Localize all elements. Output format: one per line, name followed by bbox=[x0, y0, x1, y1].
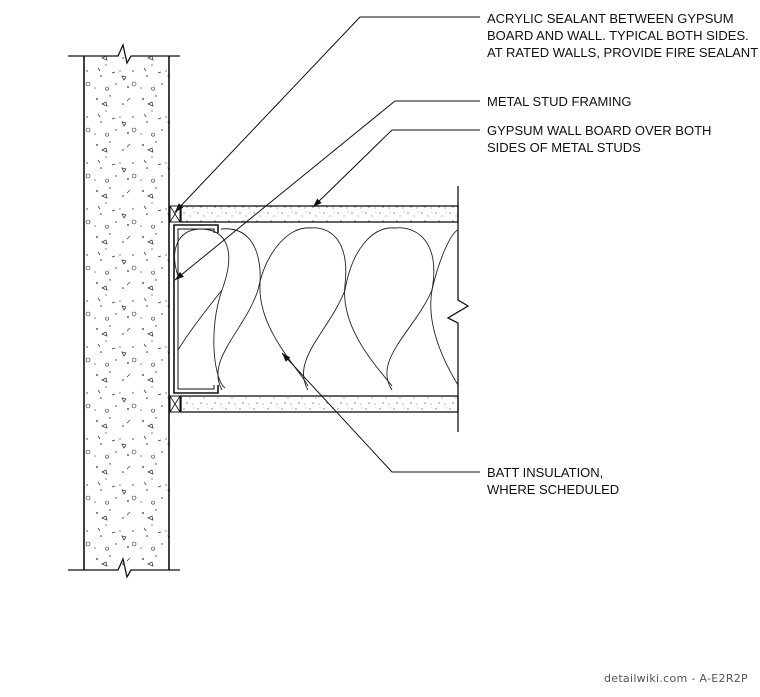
sealant-joint-bottom bbox=[169, 395, 181, 413]
annotation-sealant-line-3: AT RATED WALLS, PROVIDE FIRE SEALANT bbox=[487, 45, 758, 60]
annotation-insulation-line-2: WHERE SCHEDULED bbox=[487, 482, 619, 497]
annotation-gypsum-line-2: SIDES OF METAL STUDS bbox=[487, 140, 641, 155]
source-credit: detailwiki.com - A-E2R2P bbox=[604, 672, 748, 685]
concrete-wall bbox=[83, 56, 170, 570]
break-line-right bbox=[446, 186, 470, 432]
annotation-sealant-line-2: BOARD AND WALL. TYPICAL BOTH SIDES. bbox=[487, 28, 749, 43]
break-line-bottom bbox=[68, 556, 180, 579]
annotation-sealant-line-1: ACRYLIC SEALANT BETWEEN GYPSUM bbox=[487, 11, 734, 26]
leader-stud bbox=[174, 100, 480, 281]
annotation-gypsum: GYPSUM WALL BOARD OVER BOTH SIDES OF MET… bbox=[487, 123, 711, 155]
annotation-stud-line-1: METAL STUD FRAMING bbox=[487, 94, 631, 109]
annotation-insulation: BATT INSULATION, WHERE SCHEDULED bbox=[487, 465, 619, 497]
annotation-sealant: ACRYLIC SEALANT BETWEEN GYPSUM BOARD AND… bbox=[487, 11, 758, 60]
break-line-top bbox=[68, 42, 180, 65]
metal-stud bbox=[173, 224, 219, 394]
annotation-gypsum-line-1: GYPSUM WALL BOARD OVER BOTH bbox=[487, 123, 711, 138]
leader-insulation bbox=[281, 352, 480, 473]
leader-gypsum bbox=[312, 129, 480, 208]
gypsum-board-top bbox=[180, 205, 459, 223]
batt-insulation bbox=[174, 227, 459, 391]
gypsum-board-bottom bbox=[180, 395, 459, 413]
leader-sealant bbox=[174, 16, 480, 213]
annotation-insulation-line-1: BATT INSULATION, bbox=[487, 465, 603, 480]
annotation-stud: METAL STUD FRAMING bbox=[487, 94, 631, 109]
